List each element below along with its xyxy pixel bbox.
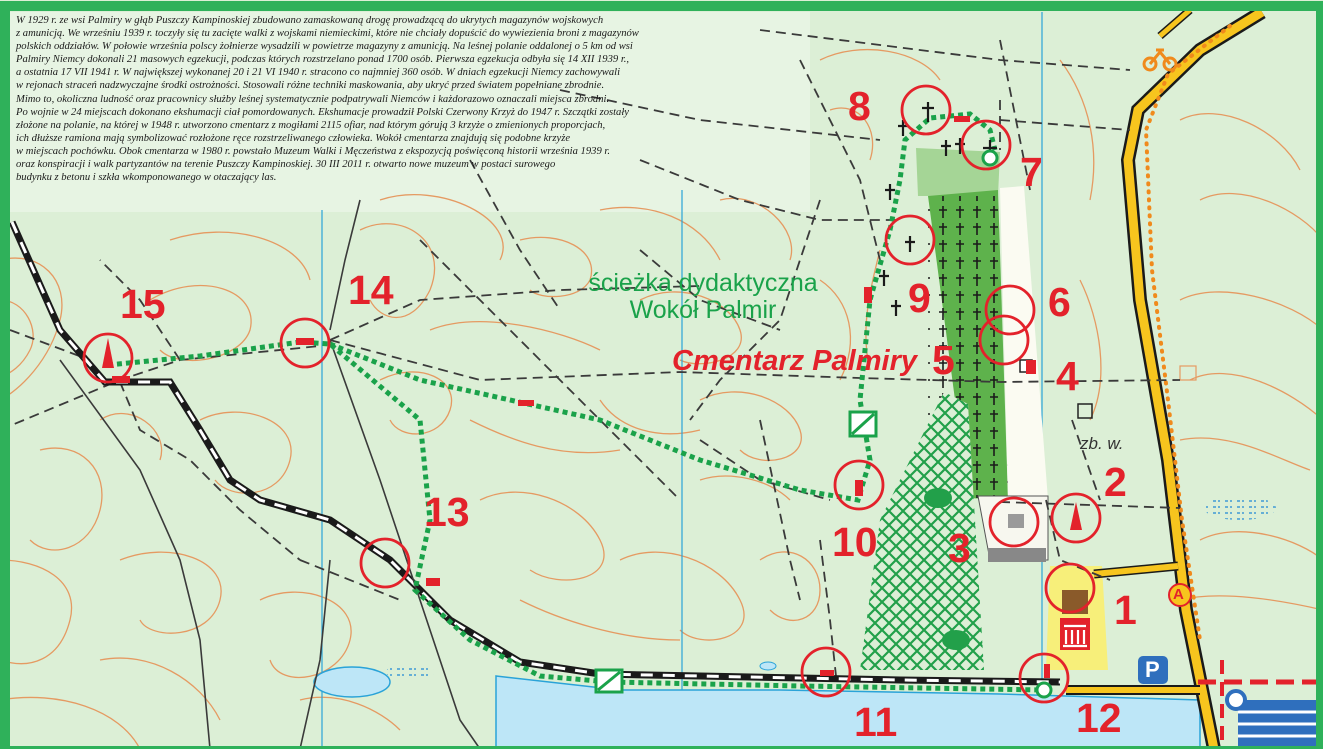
info-panel-bg [10,12,810,212]
history-text: W 1929 r. ze wsi Palmiry w głąb Puszczy … [16,14,806,184]
point-label-14: 14 [348,267,394,313]
cemetery-label: Cmentarz Palmiry [672,345,917,377]
contour-lines [0,48,1323,749]
point-label-1: 1 [1114,587,1137,633]
point-label-10: 10 [832,519,878,565]
history-text-line: z amunicją. We wrześniu 1939 r. toczyły … [16,28,639,40]
point-label-13: 13 [424,489,470,535]
water-bodies [313,661,1323,749]
parking-icon [1138,656,1168,684]
history-text-line: a ostatnia 17 VII 1941 r. W największej … [16,67,621,79]
point-label-5: 5 [932,337,955,383]
trail-name-line1: ścieżka dydaktyczna [588,269,818,297]
cemetery-area [860,148,1197,670]
trail-name-line2: Wokół Palmir [629,296,777,324]
museum-area [1046,566,1108,670]
point-label-4: 4 [1056,353,1079,399]
history-text-line: W 1929 r. ze wsi Palmiry w głąb Puszczy … [16,15,604,26]
grid-lines [321,12,1043,749]
marsh-areas [386,496,1276,680]
point-label-15: 15 [120,281,166,327]
history-text-line: złożone na polanie, na której w 1948 r. … [16,119,606,131]
history-text-line: oraz konspiracji i walk partyzantów na t… [16,159,556,171]
history-text-line: polskich oddziałów. W połowie września p… [16,41,633,53]
history-text-line: Palmiry Niemcy dokonali 21 masowych egze… [16,54,630,66]
blue-pin-icon [1225,689,1247,711]
point-label-2: 2 [1104,459,1127,505]
parking-label: P [1145,657,1160,682]
point-label-8: 8 [848,83,871,129]
bus-stop-label: A [1173,586,1184,603]
point-circles [82,84,1102,704]
bike-icon [1142,48,1178,72]
trail-name-label: ścieżka dydaktyczna Wokół Palmir [585,270,821,324]
history-text-line: Mimo to, okoliczna ludność oraz pracowni… [16,93,610,105]
history-text-line: Po wojnie w 24 miejscach dokonano ekshum… [16,106,630,118]
trail-signs [594,410,878,694]
history-text-line: w rejonach straceń nadzwyczajne środki o… [16,80,605,92]
point-label-11: 11 [854,699,898,745]
history-text-line: w miejscach pochówku. Obok cmentarza w 1… [16,145,610,157]
history-text-line: ich dłuższe ramiona mają symbolizować ro… [16,132,571,144]
forest-paths [0,29,1181,677]
point-label-9: 9 [908,275,931,321]
point-label-6: 6 [1048,279,1071,325]
point-label-3: 3 [948,525,971,571]
point-label-12: 12 [1076,695,1122,741]
trail-endpoints [981,149,1053,699]
monument-symbols [102,338,1082,530]
bus-stop-icon [1168,583,1192,607]
history-text-line: budynku z betonu i szkła wkomponowanego … [16,172,277,184]
minor-roads [59,199,481,749]
point-label-7: 7 [1020,149,1043,195]
water-tank-label: zb. w. [1080,434,1124,453]
